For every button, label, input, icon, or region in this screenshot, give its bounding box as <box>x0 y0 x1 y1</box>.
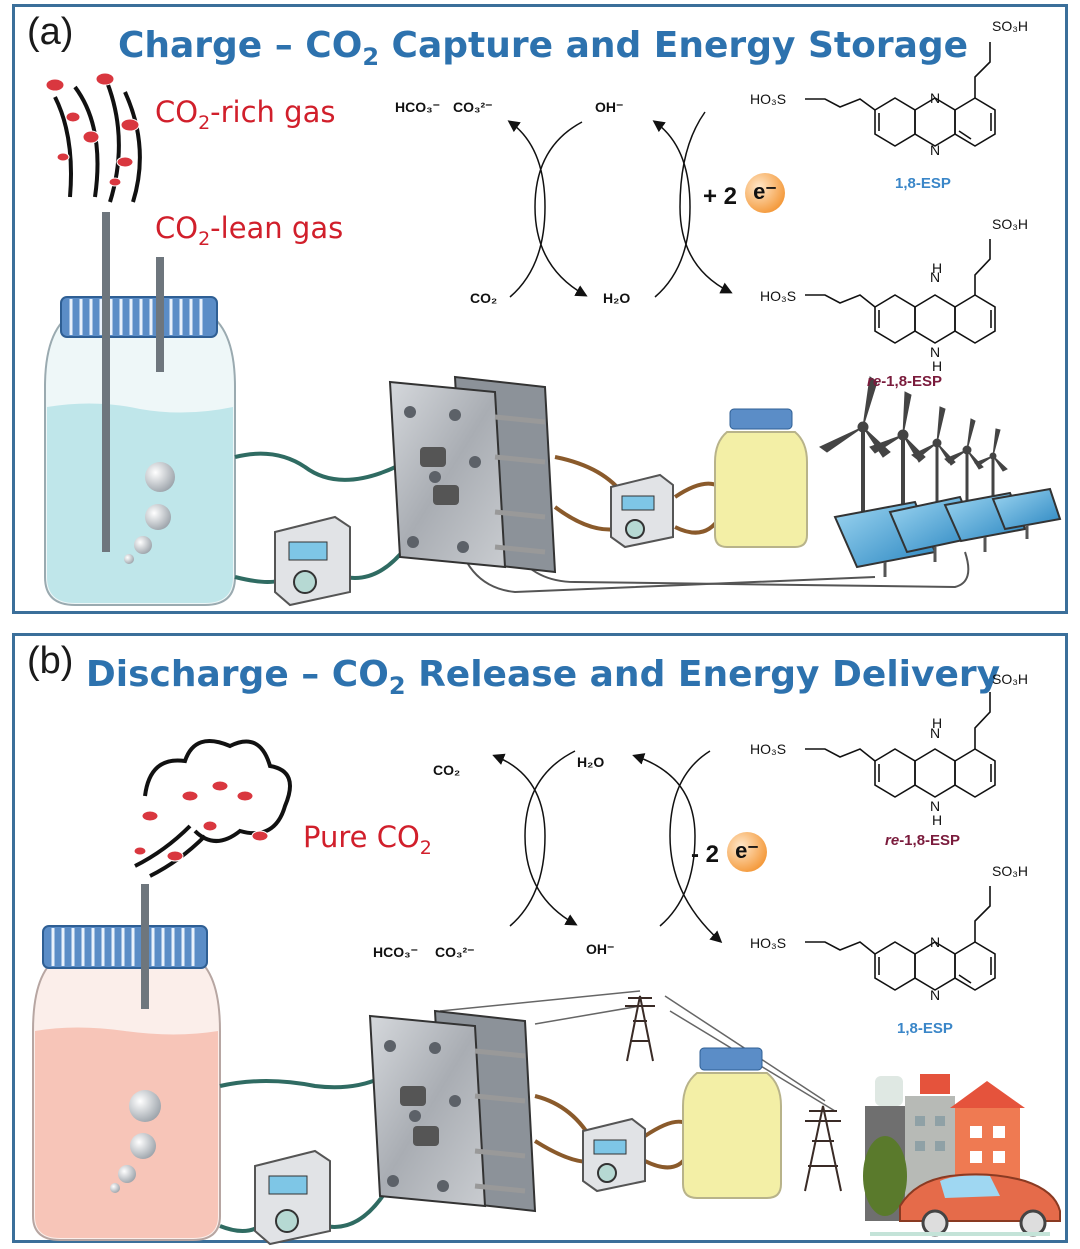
transmission-tower-icon <box>625 995 842 1192</box>
carbonate-label: CO₃²⁻ <box>453 99 493 115</box>
nitrogen-label: N <box>930 142 940 158</box>
nitrogen-label: N <box>930 344 940 360</box>
molecule-structures: N H N H HO₃S SO₃H N N HO₃S SO₃H <box>750 671 1028 1003</box>
ho3s-label: HO₃S <box>750 935 786 951</box>
pump-icon <box>610 473 674 549</box>
nitrogen-label: N <box>930 269 940 285</box>
co2-label: CO₂ <box>470 290 498 306</box>
so3h-label: SO₃H <box>992 216 1028 232</box>
pump-icon <box>254 1149 331 1246</box>
panel-title: Discharge – CO2 Release and Energy Deliv… <box>85 654 1001 701</box>
bicarbonate-label: HCO₃⁻ <box>373 944 418 960</box>
electron-icon: e⁻ <box>727 832 767 872</box>
electron-count: + 2 <box>703 183 738 210</box>
hydrogen-label: H <box>932 358 942 374</box>
discharge-schematic <box>32 739 1061 1246</box>
solar-panel-icon <box>833 487 1062 577</box>
co2-rich-gas-label: CO2-rich gas <box>155 95 336 134</box>
nitrogen-label: N <box>930 90 940 106</box>
posolyte-jar-icon <box>714 408 808 548</box>
pump-icon <box>274 515 351 607</box>
electron-icon: e⁻ <box>745 173 785 213</box>
wind-turbine-icon <box>819 376 1008 512</box>
pump-icon <box>582 1117 646 1193</box>
posolyte-jar-icon <box>682 1047 782 1199</box>
ho3s-label: HO₃S <box>760 288 796 304</box>
carbonate-label: CO₃²⁻ <box>435 944 475 960</box>
panel-title: Charge – CO2 Capture and Energy Storage <box>117 25 969 72</box>
panel-b-discharge: (b) Discharge – CO2 Release and Energy D… <box>12 633 1068 1246</box>
co2-molecules <box>133 780 269 862</box>
re-esp-molecule-label: re-1,8-ESP <box>867 373 943 390</box>
hydroxide-label: OH⁻ <box>586 941 615 957</box>
molecule-structures: N N HO₃S SO₃H N H N H HO₃S SO₃H <box>750 18 1028 374</box>
nitrogen-label: N <box>930 725 940 741</box>
water-label: H₂O <box>577 754 605 770</box>
capture-jar-icon <box>44 212 236 606</box>
car-icon <box>870 1173 1061 1237</box>
release-jar-icon <box>32 884 221 1241</box>
electron-count: - 2 <box>691 841 720 868</box>
co2-lean-gas-label: CO2-lean gas <box>155 211 344 250</box>
ho3s-label: HO₃S <box>750 741 786 757</box>
co2-molecules <box>45 72 140 187</box>
flow-cell-icon <box>368 1009 537 1213</box>
esp-molecule-label: 1,8-ESP <box>895 175 951 192</box>
hydroxide-label: OH⁻ <box>595 99 624 115</box>
so3h-label: SO₃H <box>992 671 1028 687</box>
so3h-label: SO₃H <box>992 18 1028 34</box>
panel-label: (b) <box>27 640 74 682</box>
bicarbonate-label: HCO₃⁻ <box>395 99 440 115</box>
panel-label: (a) <box>27 11 74 53</box>
flow-cell-icon <box>388 375 557 574</box>
nitrogen-label: N <box>930 987 940 1003</box>
co2-label: CO₂ <box>433 762 461 778</box>
hydrogen-label: H <box>932 260 942 276</box>
ho3s-label: HO₃S <box>750 91 786 107</box>
nitrogen-label: N <box>930 798 940 814</box>
water-label: H₂O <box>603 290 631 306</box>
esp-molecule-label: 1,8-ESP <box>897 1020 953 1037</box>
so3h-label: SO₃H <box>992 863 1028 879</box>
hydrogen-label: H <box>932 715 942 731</box>
nitrogen-label: N <box>930 934 940 950</box>
panel-a-charge: (a) Charge – CO2 Capture and Energy Stor… <box>12 4 1068 614</box>
hydrogen-label: H <box>932 812 942 828</box>
charge-schematic <box>44 72 1062 607</box>
re-esp-molecule-label: re-1,8-ESP <box>885 832 961 849</box>
pure-co2-label: Pure CO2 <box>303 820 432 859</box>
